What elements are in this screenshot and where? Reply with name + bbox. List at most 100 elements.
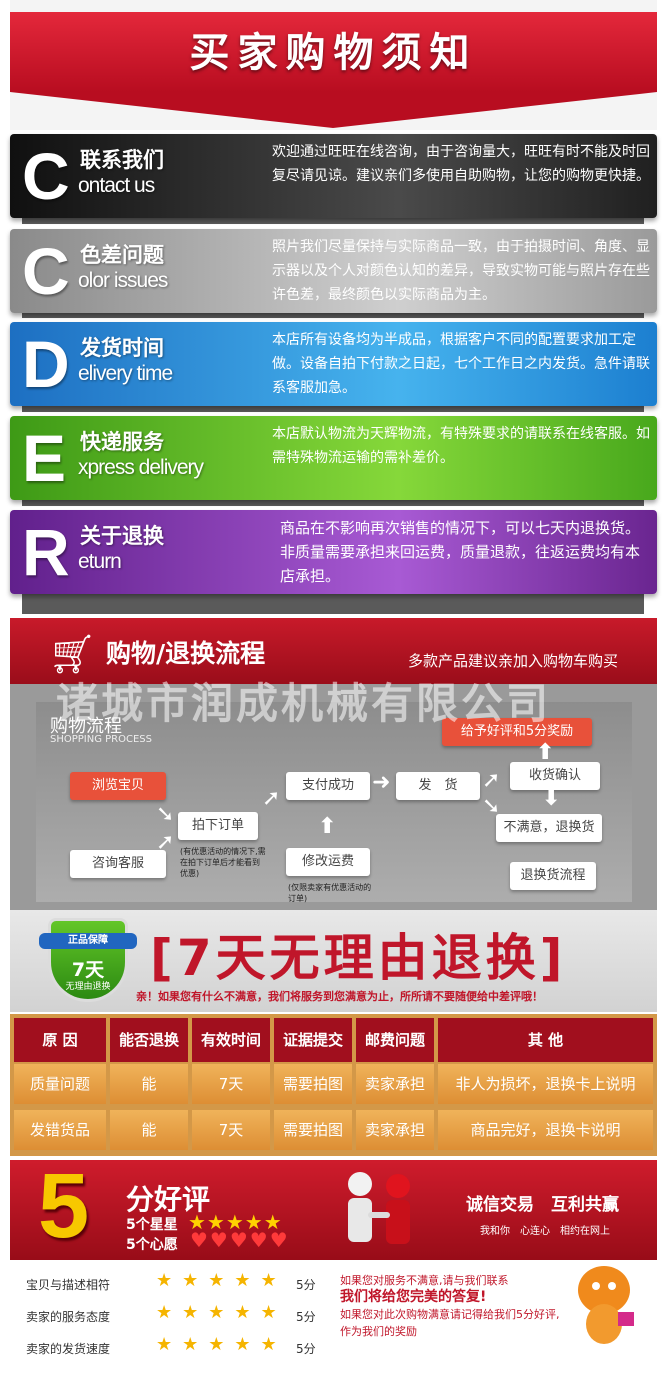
process-header: 🛒︎ 购物/退换流程 多款产品建议亲加入购物车购买 xyxy=(10,618,657,684)
arrow-icon: ➚ xyxy=(262,786,281,811)
star-icon: ★★★★★ xyxy=(156,1334,287,1355)
star-icon: ★★★★★ xyxy=(156,1270,287,1291)
rating-banner: 5 分好评 5个星星 5个心愿 ★★★★★ ♥♥♥♥♥ 诚信交易 互利共赢 我和… xyxy=(10,1155,657,1260)
arrow-icon: ⬇ xyxy=(542,786,561,811)
row-initial: C xyxy=(22,139,70,213)
arrow-icon: ⬆ xyxy=(536,740,555,765)
rating-note-line: 如果您对服务不满意,请与我们联系 xyxy=(340,1274,509,1287)
review-box: 给予好评和5分奖励 xyxy=(442,718,592,746)
table-header: 有效时间 xyxy=(192,1018,270,1062)
row-initial: C xyxy=(22,234,70,308)
receive-box: 收货确认 xyxy=(510,762,600,790)
row-title-cn: 发货时间 xyxy=(80,336,164,360)
order-note: (有优惠活动的情况下,需在拍下订单后才能看到优惠) xyxy=(180,847,266,878)
seven-day-subtitle: 亲！如果您有什么不满意，我们将服务到您满意为止，所所请不要随便给中差评哦！ xyxy=(136,990,543,1003)
row-initial: D xyxy=(22,327,70,401)
row-description: 本店所有设备均为半成品，根据客户不同的配置要求加工定做。设备自拍下付款之日起，七… xyxy=(272,332,650,396)
rating-note: 如果您对服务不满意,请与我们联系 我们将给您完美的答复! 如果您对此次购物满意请… xyxy=(340,1272,566,1340)
heart-icon: ♥♥♥♥♥ xyxy=(190,1228,290,1252)
arrow-icon: ⬆ xyxy=(318,814,337,839)
process-section-title: 购物流程 xyxy=(50,716,122,737)
row-initial: E xyxy=(22,421,67,495)
row-title-en: eturn xyxy=(78,550,122,573)
shield-days: 7天 xyxy=(71,959,105,981)
row-title-cn: 快递服务 xyxy=(80,430,164,454)
table-cell: 非人为损坏，退换卡上说明 xyxy=(438,1064,653,1104)
pay-box: 支付成功 xyxy=(286,772,370,800)
arrow-icon: ➚ xyxy=(482,768,501,793)
row-title-en: elivery time xyxy=(78,362,173,385)
table-cell: 发错货品 xyxy=(14,1110,106,1150)
rating-note-line: 我们将给您完美的答复! xyxy=(340,1289,487,1305)
rating-score: 5分 xyxy=(296,1310,316,1324)
table-cell: 卖家承担 xyxy=(356,1110,434,1150)
divider xyxy=(22,590,644,614)
star-icon: ★★★★★ xyxy=(156,1302,287,1323)
return-policy-table: 原 因 能否退换 有效时间 证据提交 邮费问题 其 他 质量问题 能 7天 需要… xyxy=(10,1014,657,1156)
row-description: 欢迎通过旺旺在线咨询，由于咨询量大，旺旺有时不能及时回复尽请见谅。建议亲们多使用… xyxy=(272,144,650,184)
arrow-icon: ➘ xyxy=(482,794,501,819)
edit-fee-box: 修改运费 xyxy=(286,848,370,876)
table-header: 能否退换 xyxy=(110,1018,188,1062)
arrow-icon: ➚ xyxy=(156,830,175,855)
table-cell: 能 xyxy=(110,1110,188,1150)
row-title-en: olor issues xyxy=(78,269,168,292)
cart-icon: 🛒︎ xyxy=(48,632,97,676)
table-cell: 7天 xyxy=(192,1064,270,1104)
header-banner: 买家购物须知 xyxy=(10,0,657,130)
info-row-delivery: D 发货时间 elivery time 本店所有设备均为半成品，根据客户不同的配… xyxy=(10,322,657,406)
shield-label: 正品保障 xyxy=(39,933,137,949)
row-initial: R xyxy=(22,515,70,589)
seven-day-title: [7天无理由退换] xyxy=(150,929,567,987)
rating-title: 分好评 xyxy=(126,1183,211,1216)
table-cell: 需要拍图 xyxy=(274,1110,352,1150)
mascot-icon xyxy=(578,1266,634,1344)
rating-label: 卖家的发货速度 xyxy=(26,1342,111,1356)
order-box: 拍下订单 xyxy=(178,812,258,840)
handshake-figures-icon xyxy=(348,1172,410,1244)
rating-section: 5 分好评 5个星星 5个心愿 ★★★★★ ♥♥♥♥♥ 诚信交易 互利共赢 我和… xyxy=(10,1155,657,1373)
rating-note-line: 如果您对此次购物满意请记得给我们5分好评,作为我们的奖励 xyxy=(340,1308,560,1338)
arrow-icon: ➜ xyxy=(372,770,391,795)
table-cell: 能 xyxy=(110,1064,188,1104)
unhappy-box: 不满意，退换货 xyxy=(496,814,602,842)
consult-box: 咨询客服 xyxy=(70,850,166,878)
rating-label: 宝贝与描述相符 xyxy=(26,1278,111,1292)
table-header: 其 他 xyxy=(438,1018,653,1062)
row-description: 照片我们尽量保持与实际商品一致，由于拍摄时间、角度、显示器以及个人对颜色认知的差… xyxy=(272,239,650,303)
star-icon: ★★★★★ xyxy=(188,1210,283,1234)
table-header: 邮费问题 xyxy=(356,1018,434,1062)
process-section-subtitle: SHOPPING PROCESS xyxy=(50,734,153,745)
return-flow-box: 退换货流程 xyxy=(510,862,596,890)
table-cell: 质量问题 xyxy=(14,1064,106,1104)
table-cell: 卖家承担 xyxy=(356,1064,434,1104)
ship-box: 发 货 xyxy=(396,772,480,800)
rating-label: 卖家的服务态度 xyxy=(26,1310,111,1324)
row-title-cn: 关于退换 xyxy=(80,524,164,548)
rating-line-wishes: 5个心愿 xyxy=(126,1237,178,1253)
table-cell: 需要拍图 xyxy=(274,1064,352,1104)
header-band xyxy=(10,12,657,128)
arrow-icon: ➘ xyxy=(156,802,175,827)
rating-score: 5分 xyxy=(296,1278,316,1292)
table-cell: 7天 xyxy=(192,1110,270,1150)
row-title-en: ontact us xyxy=(78,174,155,197)
row-title-cn: 色差问题 xyxy=(80,243,164,267)
table-header: 原 因 xyxy=(14,1018,106,1062)
row-description: 商品在不影响再次销售的情况下，可以七天内退换货。非质量需要承担来回运费，质量退款… xyxy=(280,519,641,585)
watermark: 诸城市润成机械有限公司 xyxy=(56,679,552,728)
slogan-small: 我和你 心连心 相约在网上 xyxy=(480,1226,610,1237)
slogan: 诚信交易 互利共赢 xyxy=(466,1195,619,1215)
process-subtitle: 多款产品建议亲加入购物车购买 xyxy=(408,652,619,670)
row-title-en: xpress delivery xyxy=(78,456,204,479)
table-header: 证据提交 xyxy=(274,1018,352,1062)
edit-fee-note: (仅限卖家有优惠活动的订单) xyxy=(288,883,372,903)
row-title-cn: 联系我们 xyxy=(80,148,164,172)
page-title: 买家购物须知 xyxy=(189,30,478,76)
row-description: 本店默认物流为天辉物流，有特殊要求的请联系在线客服。如需特殊物流运输的需补差价。 xyxy=(272,426,650,466)
process-diagram: 购物流程 SHOPPING PROCESS 给予好评和5分奖励 浏览宝贝 咨询客… xyxy=(36,702,632,903)
info-row-express: E 快递服务 xpress delivery 本店默认物流为天辉物流，有特殊要求… xyxy=(10,416,657,500)
info-row-contact: C 联系我们 ontact us 欢迎通过旺旺在线咨询，由于咨询量大，旺旺有时不… xyxy=(10,134,657,218)
info-row-return: R 关于退换 eturn 商品在不影响再次销售的情况下，可以七天内退换货。非质量… xyxy=(10,510,657,594)
seven-day-return-banner: 正品保障 7天 无理由退换 [7天无理由退换] 亲！如果您有什么不满意，我们将服… xyxy=(10,910,657,1012)
